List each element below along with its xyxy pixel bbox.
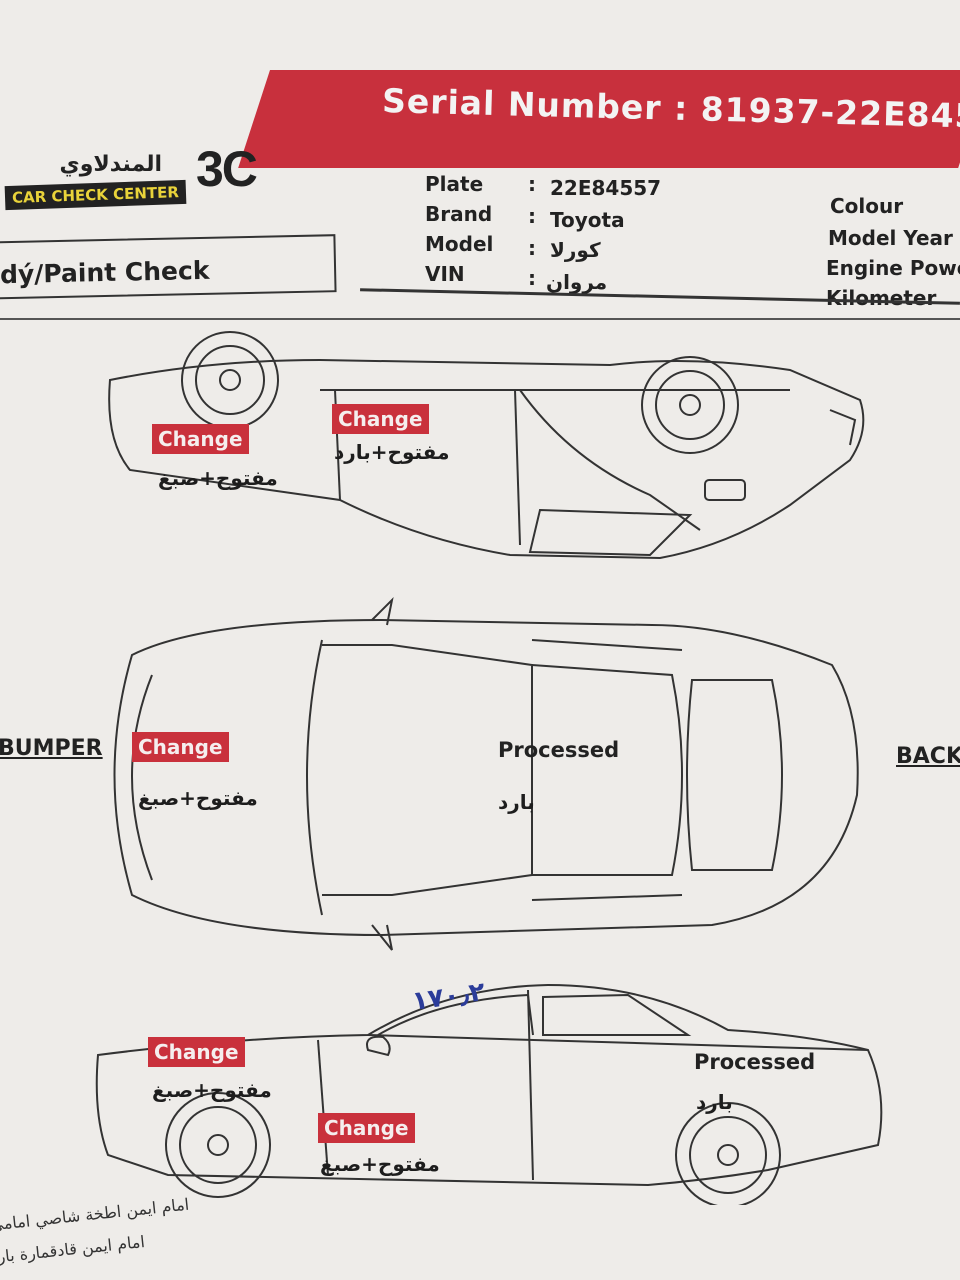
info-value-brand: Toyota bbox=[550, 208, 625, 232]
note-rear-side: بارد bbox=[696, 1090, 733, 1114]
note-front-side: مفتوح+صبغ bbox=[152, 1078, 272, 1102]
tag-door-side: Change bbox=[318, 1113, 415, 1143]
footer-line-2: امام ايمن قادقمارة بارد bbox=[0, 1231, 146, 1268]
info-value-model: كورلا bbox=[550, 238, 601, 262]
note-door-side: مفتوح+صبغ bbox=[320, 1152, 440, 1176]
info-label-plate: Plate bbox=[425, 172, 484, 196]
car-side-view-top bbox=[108, 331, 865, 560]
info-label-vin: VIN bbox=[425, 262, 465, 286]
info-sep-brand: : bbox=[528, 204, 536, 228]
serial-label: Serial Number : bbox=[381, 81, 689, 129]
info-label-model: Model bbox=[425, 232, 494, 256]
info-label-engine-power: Engine Power bbox=[826, 256, 960, 280]
note-door-top: مفتوح+بارد bbox=[334, 440, 450, 464]
info-sep-vin: : bbox=[528, 266, 536, 290]
info-sep-model: : bbox=[528, 236, 536, 260]
rear-side-status: Processed bbox=[694, 1050, 816, 1074]
back-label: BACK bbox=[896, 744, 960, 769]
note-hood: مفتوح+صبغ bbox=[138, 786, 258, 810]
info-label-brand: Brand bbox=[425, 202, 493, 226]
front-label: BUMPER bbox=[0, 736, 103, 761]
info-label-kilometer: Kilometer bbox=[826, 286, 937, 310]
car-roof-view bbox=[113, 596, 859, 951]
logo-english: CAR CHECK CENTER bbox=[4, 179, 187, 211]
info-value-vin: مروان bbox=[546, 270, 608, 294]
page-rule bbox=[0, 318, 960, 320]
logo-arabic: المندلاوي bbox=[59, 152, 162, 177]
tag-door-top: Change bbox=[332, 404, 429, 434]
note-roof: بارد bbox=[498, 790, 535, 814]
tag-front-side: Change bbox=[148, 1037, 245, 1067]
car-side-view-bottom bbox=[95, 983, 883, 1205]
info-sep-plate: : bbox=[528, 172, 536, 196]
section-title: dý/Paint Check bbox=[0, 255, 210, 290]
logo-mark: 3C bbox=[196, 141, 258, 197]
info-value-plate: 22E84557 bbox=[550, 176, 662, 200]
info-label-model-year: Model Year bbox=[828, 226, 953, 250]
tag-rear-top: Change bbox=[152, 424, 249, 454]
roof-status: Processed bbox=[498, 738, 620, 762]
info-label-colour: Colour bbox=[830, 194, 904, 218]
tag-hood: Change bbox=[132, 732, 229, 762]
note-rear-top: مفتوح+صبغ bbox=[158, 466, 278, 490]
